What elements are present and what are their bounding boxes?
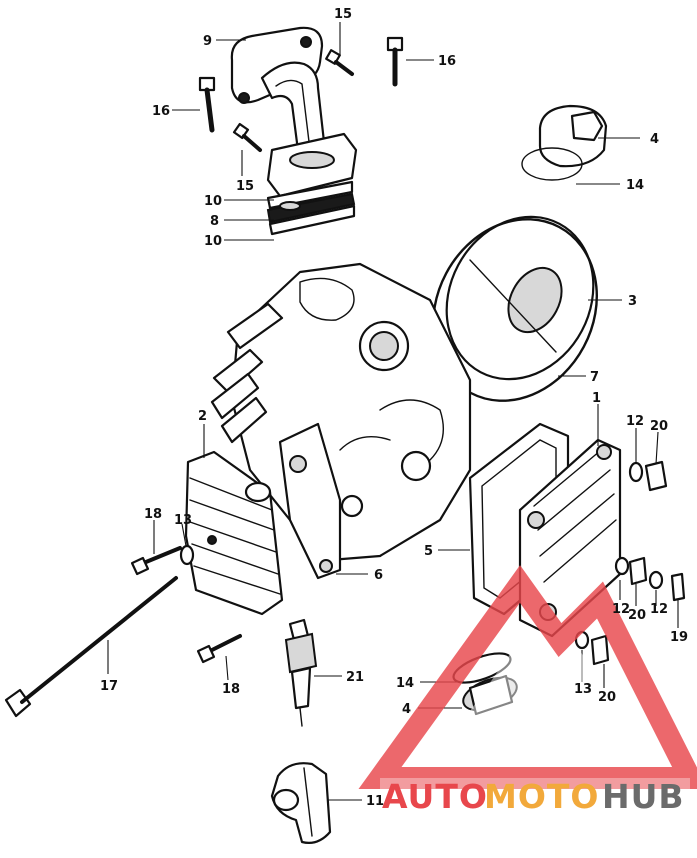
- callout-20-upper: 20: [650, 419, 668, 434]
- stud-16-upper: [386, 36, 404, 87]
- tappet-cap-upper: [521, 104, 608, 181]
- callout-20-lower: 20: [598, 690, 616, 705]
- callout-18-upper: 18: [144, 507, 162, 522]
- callout-3: 3: [628, 294, 637, 309]
- callout-15-upper: 15: [334, 7, 352, 22]
- callout-8: 8: [210, 214, 219, 229]
- callout-13-left: 13: [174, 513, 192, 528]
- intake-pipe: [230, 26, 358, 198]
- callout-labels: 9 15 16 16 15 10 8 10 4 14 3 7 1 12 20 2…: [100, 7, 688, 809]
- watermark-hub: HUB: [602, 777, 685, 816]
- bolt-15-upper: [325, 49, 354, 76]
- callout-11: 11: [366, 794, 384, 809]
- callout-12-right: 12: [650, 602, 668, 617]
- callout-10-upper: 10: [204, 194, 222, 209]
- callout-12-mid: 12: [612, 602, 630, 617]
- callout-13-right: 13: [574, 682, 592, 697]
- long-bolt-17: [4, 576, 178, 718]
- callout-9: 9: [203, 34, 212, 49]
- plug-cap: [270, 762, 332, 844]
- washer-13-left: [179, 544, 195, 566]
- callout-19: 19: [670, 630, 688, 645]
- callout-6: 6: [374, 568, 383, 583]
- callout-20-mid: 20: [628, 608, 646, 623]
- callout-18-lower: 18: [222, 682, 240, 697]
- callout-15-lower: 15: [236, 179, 254, 194]
- spark-plug: [284, 618, 318, 727]
- callout-14-upper: 14: [626, 178, 644, 193]
- callout-10-lower: 10: [204, 234, 222, 249]
- callout-16-upper: 16: [438, 54, 456, 69]
- tappet-cap-lower: [452, 652, 518, 716]
- callout-16-left: 16: [152, 104, 170, 119]
- callout-2: 2: [198, 409, 207, 424]
- bolt-18-upper: [130, 546, 182, 576]
- insulator-gasket-stack: [266, 180, 356, 236]
- callout-5: 5: [424, 544, 433, 559]
- callout-12-upper: 12: [626, 414, 644, 429]
- watermark-logo: [358, 565, 697, 789]
- bolt-15-lower: [232, 122, 262, 152]
- callout-4-upper: 4: [650, 132, 659, 147]
- side-cover-gasket-6: [244, 422, 342, 580]
- watermark-auto: AUTO: [382, 777, 488, 816]
- washer-nut-right: [574, 460, 686, 666]
- callout-7: 7: [590, 370, 599, 385]
- bolt-18-lower: [196, 634, 242, 664]
- watermark-moto: MOTO: [484, 777, 599, 816]
- callout-14-lower: 14: [396, 676, 414, 691]
- callout-21: 21: [346, 670, 364, 685]
- watermark-wordmark: AUTO MOTO HUB: [380, 777, 690, 816]
- callout-1: 1: [592, 391, 601, 406]
- callout-17: 17: [100, 679, 118, 694]
- callout-4-lower: 4: [402, 702, 411, 717]
- stud-16-left: [198, 76, 216, 133]
